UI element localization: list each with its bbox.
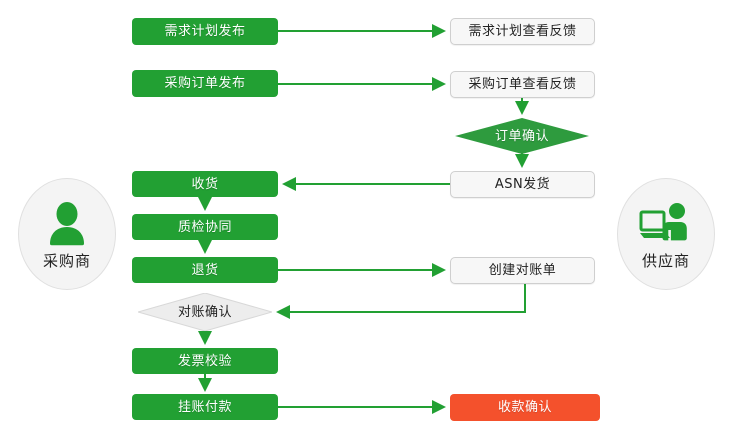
actor-buyer: 采购商: [18, 178, 116, 290]
node-quality-inspection[interactable]: 质检协同: [132, 214, 278, 240]
node-purchase-order-publish[interactable]: 采购订单发布: [132, 70, 278, 97]
person-icon: [50, 201, 84, 245]
diamond-green-shape: [455, 118, 589, 154]
actor-supplier: 供应商: [617, 178, 715, 290]
node-purchase-order-feedback[interactable]: 采购订单查看反馈: [450, 71, 595, 98]
node-payment-confirm[interactable]: 收款确认: [450, 394, 600, 421]
node-return-goods-label: 退货: [191, 262, 219, 278]
node-payment-confirm-label: 收款确认: [497, 400, 552, 415]
node-reconciliation-confirm[interactable]: 对账确认: [138, 293, 272, 331]
node-reconciliation-confirm-label: 对账确认: [177, 304, 232, 320]
node-payable-payment-label: 挂账付款: [177, 399, 232, 415]
node-demand-plan-publish[interactable]: 需求计划发布: [132, 18, 278, 45]
node-asn-shipment-label: ASN发货: [494, 177, 551, 192]
node-demand-plan-feedback[interactable]: 需求计划查看反馈: [450, 18, 595, 45]
node-payable-payment[interactable]: 挂账付款: [132, 394, 278, 420]
node-purchase-order-feedback-label: 采购订单查看反馈: [468, 77, 577, 92]
node-invoice-verify[interactable]: 发票校验: [132, 348, 278, 374]
node-quality-inspection-label: 质检协同: [177, 219, 232, 235]
node-goods-receipt-label: 收货: [191, 176, 219, 192]
node-demand-plan-publish-label: 需求计划发布: [164, 24, 246, 39]
node-order-confirm-label: 订单确认: [494, 128, 549, 144]
node-asn-shipment[interactable]: ASN发货: [450, 171, 595, 198]
node-return-goods[interactable]: 退货: [132, 257, 278, 283]
person-at-computer-icon: [639, 202, 687, 240]
node-goods-receipt[interactable]: 收货: [132, 171, 278, 197]
node-purchase-order-publish-label: 采购订单发布: [164, 76, 246, 91]
node-invoice-verify-label: 发票校验: [177, 353, 232, 369]
wire-statement-to-reconcile: [276, 284, 526, 319]
diamond-gray-shape: [138, 293, 272, 331]
actor-buyer-label: 采购商: [42, 251, 91, 270]
node-create-statement[interactable]: 创建对账单: [450, 257, 595, 284]
node-order-confirm[interactable]: 订单确认: [455, 118, 589, 154]
node-create-statement-label: 创建对账单: [488, 263, 557, 278]
node-demand-plan-feedback-label: 需求计划查看反馈: [468, 24, 577, 39]
actor-supplier-label: 供应商: [641, 251, 690, 270]
